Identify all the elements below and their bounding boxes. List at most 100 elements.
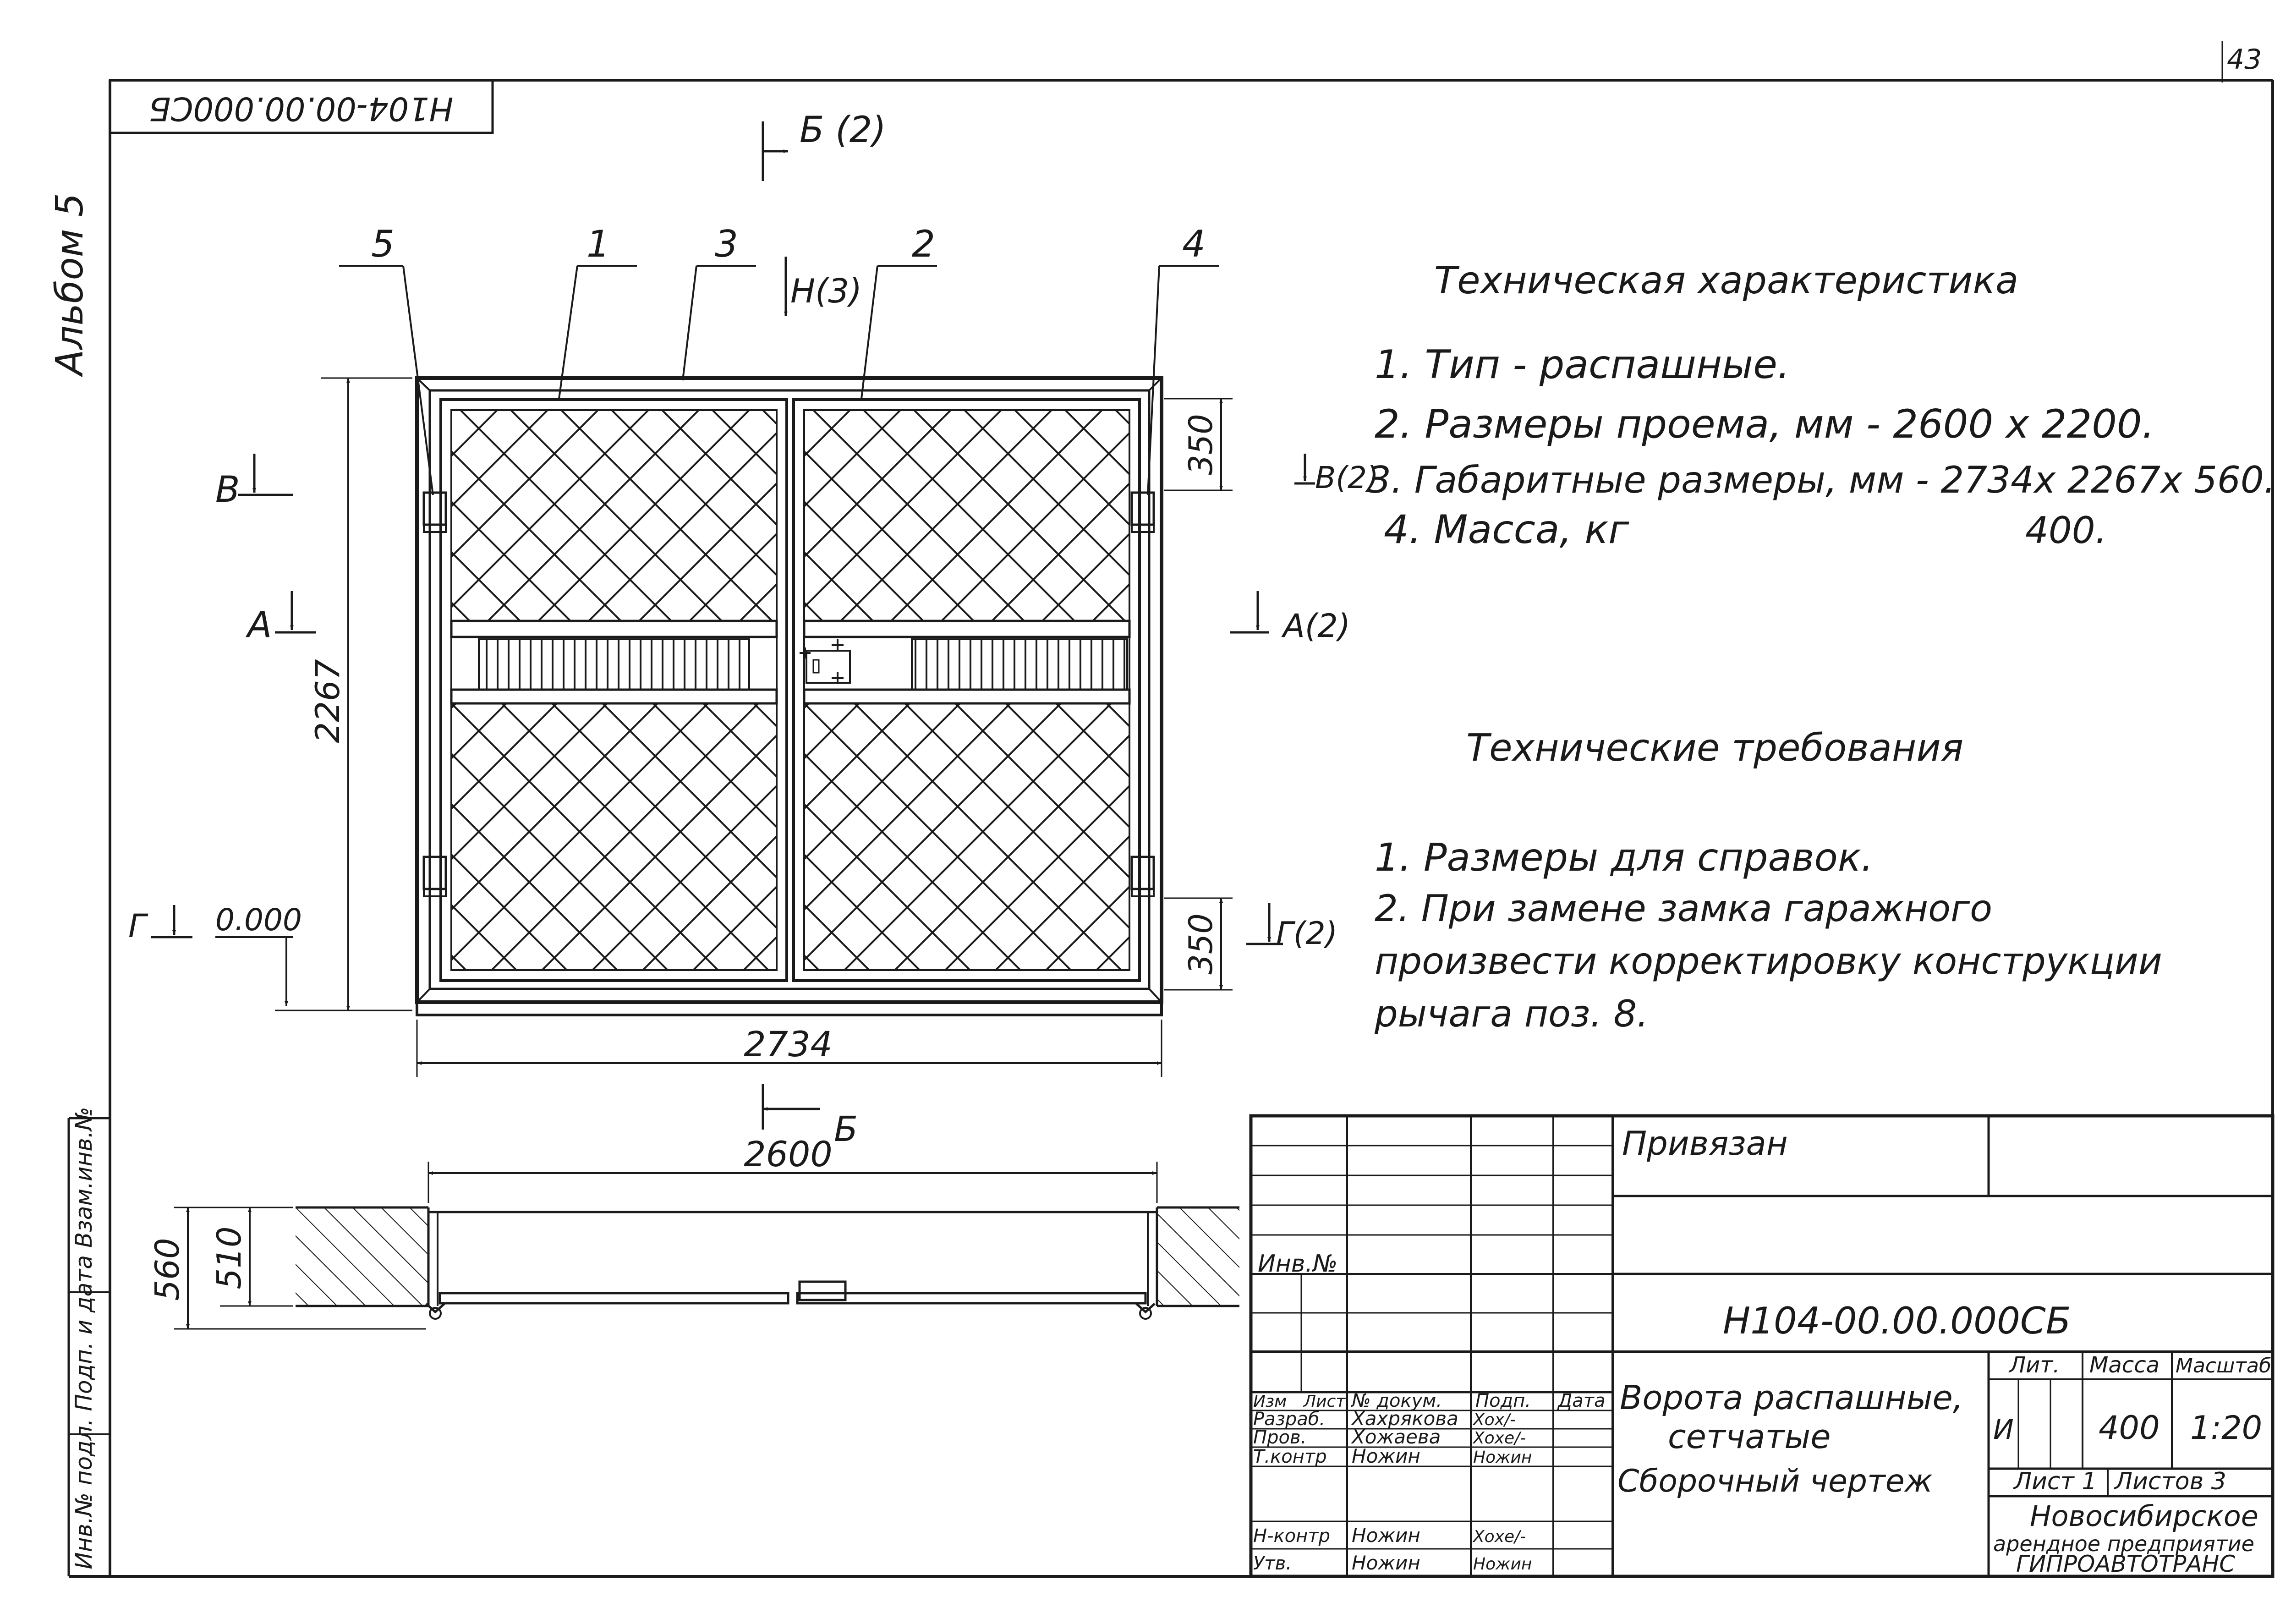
dim-top-hinge: 350 xyxy=(1182,414,1220,475)
marker-a-right: А(2) xyxy=(1281,607,1350,645)
dimensions: 2267 2734 350 350 xyxy=(275,377,1233,1077)
org-line-3: ГИПРОАВТОТРАНС xyxy=(2016,1551,2235,1577)
dim-opening-width: 2600 xyxy=(744,1134,832,1174)
title-block-grid xyxy=(1251,1116,1613,1576)
tech-req-item-3: произвести корректировку конструкции xyxy=(1375,940,2162,982)
tech-req-item-1: 1. Размеры для справок. xyxy=(1375,835,1873,880)
dim-depth-total: 560 xyxy=(148,1238,186,1300)
callout-5: 5 xyxy=(371,223,395,265)
dim-bottom-hinge: 350 xyxy=(1182,913,1220,975)
section-markers: Б (2) Н(3) В В(2) А А(2) Г Г(2) Б xyxy=(128,110,1379,1149)
right-lower-mesh xyxy=(803,702,1130,971)
row-sign-1: Хох/- xyxy=(1472,1410,1516,1429)
row-role-5: Утв. xyxy=(1253,1553,1292,1574)
right-bar-panel xyxy=(911,638,1128,691)
left-wall-hatch xyxy=(296,1207,428,1306)
scale-value: 1:20 xyxy=(2190,1409,2262,1447)
tech-characteristics: Техническая характеристика 1. Тип - расп… xyxy=(1368,259,2275,553)
tech-requirements: Технические требования 1. Размеры для сп… xyxy=(1374,726,2162,1035)
hdr-izm: Изм xyxy=(1253,1392,1287,1411)
album-label: Альбом 5 xyxy=(48,193,92,378)
row-name-2: Хожаева xyxy=(1351,1426,1441,1448)
tech-req-title: Технические требования xyxy=(1466,726,1963,770)
product-name-2: сетчатые xyxy=(1668,1417,1831,1456)
tech-char-item-3: 3. Габаритные размеры, мм - 2734х 2267х … xyxy=(1368,459,2275,501)
tech-char-item-2: 2. Размеры проема, мм - 2600 х 2200. xyxy=(1375,401,2154,447)
inv-no-label: Инв.№ xyxy=(1258,1250,1337,1278)
row-role-4: Н-контр xyxy=(1253,1525,1330,1547)
elevation-mark: 0.000 xyxy=(215,902,302,1006)
designation: Н104-00.00.000СБ xyxy=(1723,1300,2071,1342)
left-upper-mesh xyxy=(450,409,778,622)
scale-label: Масштаб xyxy=(2176,1354,2271,1377)
row-role-3: Т.контр xyxy=(1253,1446,1327,1467)
marker-a-left: А xyxy=(245,604,272,646)
lit-label: Лит. xyxy=(2008,1352,2060,1378)
org-line-2: арендное предприятие xyxy=(1993,1531,2254,1556)
row-sign-4: Хохе/- xyxy=(1472,1527,1526,1546)
hdr-sign: Подп. xyxy=(1475,1390,1531,1411)
doc-type: Сборочный чертеж xyxy=(1617,1463,1933,1499)
callout-2: 2 xyxy=(912,223,935,265)
mass-value: 400 xyxy=(2099,1409,2160,1447)
hdr-date: Дата xyxy=(1557,1390,1606,1411)
left-bar-panel xyxy=(478,638,750,691)
row-name-5: Ножин xyxy=(1352,1552,1420,1574)
row-name-3: Ножин xyxy=(1352,1445,1420,1467)
revision-headers: Изм Лист № докум. Подп. Дата xyxy=(1253,1390,1606,1411)
privyazan-label: Привязан xyxy=(1622,1124,1788,1163)
title-block: Привязан Инв.№ Н104-00.00.000СБ Изм Лист… xyxy=(1249,1114,2275,1578)
side-stamp: Инв.№ подл. Подп. и дата Взам.инв.№ xyxy=(71,1107,97,1569)
row-role-2: Пров. xyxy=(1253,1427,1306,1448)
marker-n: Н(3) xyxy=(790,272,862,310)
callout-3: 3 xyxy=(715,223,738,265)
right-leaf xyxy=(792,398,1141,982)
signature-rows: Разраб. Хахрякова Хох/- Пров. Хожаева Хо… xyxy=(1253,1407,1532,1574)
hinges xyxy=(422,491,1155,897)
row-sign-5: Ножин xyxy=(1473,1555,1532,1574)
marker-g-left: Г xyxy=(128,907,148,945)
sheets-label: Листов 3 xyxy=(2114,1468,2226,1495)
right-upper-mesh xyxy=(803,409,1130,622)
dim-overall-height: 2267 xyxy=(308,659,347,743)
org-line-1: Новосибирское xyxy=(2030,1499,2258,1533)
marker-g-right: Г(2) xyxy=(1276,916,1337,952)
marker-b-top: Б (2) xyxy=(800,110,886,151)
callout-4: 4 xyxy=(1182,223,1206,265)
tech-char-item-4: 4. Масса, кг xyxy=(1384,507,1629,553)
lock xyxy=(800,639,851,684)
lit-value: И xyxy=(1993,1414,2014,1446)
row-sign-2: Хохе/- xyxy=(1472,1429,1526,1448)
tech-req-item-4: рычага поз. 8. xyxy=(1374,993,1649,1035)
marker-b-bottom: Б xyxy=(834,1108,858,1149)
marker-v-right: В(2) xyxy=(1315,460,1379,495)
tech-req-item-2: 2. При замене замка гаражного xyxy=(1375,887,1992,930)
mass-label: Масса xyxy=(2089,1352,2159,1378)
hdr-doc: № докум. xyxy=(1351,1390,1442,1411)
elevation-value: 0.000 xyxy=(215,902,302,938)
row-role-1: Разраб. xyxy=(1253,1409,1325,1430)
page-number: 43 xyxy=(2227,44,2262,76)
left-leaf xyxy=(439,398,788,982)
dim-overall-width: 2734 xyxy=(744,1024,832,1064)
right-wall-hatch xyxy=(1157,1207,1239,1306)
callout-1: 1 xyxy=(586,223,610,265)
row-name-4: Ножин xyxy=(1352,1524,1420,1547)
tech-char-title: Техническая характеристика xyxy=(1434,259,2018,302)
marker-v-left: В xyxy=(215,469,240,510)
left-lower-mesh xyxy=(450,702,778,971)
sheet-label: Лист 1 xyxy=(2013,1468,2097,1495)
dim-depth-frame: 510 xyxy=(210,1226,248,1289)
gate-plan: 2600 560 510 xyxy=(148,1134,1239,1330)
row-sign-3: Ножин xyxy=(1473,1448,1532,1467)
position-callouts: 5 1 3 2 4 xyxy=(339,223,1219,495)
rotated-code-box: Н104-00.00.000СБ xyxy=(109,79,494,134)
rotated-code: Н104-00.00.000СБ xyxy=(149,90,454,127)
row-name-1: Хахрякова xyxy=(1351,1407,1458,1430)
gate-elevation: 5 1 3 2 4 Б (2) Н(3) В В xyxy=(128,110,1379,1149)
tech-char-item-1: 1. Тип - распашные. xyxy=(1375,342,1790,388)
hdr-list: Лист xyxy=(1303,1392,1346,1411)
product-name-1: Ворота распашные, xyxy=(1620,1378,1963,1417)
tech-char-mass: 400. xyxy=(2025,509,2107,552)
